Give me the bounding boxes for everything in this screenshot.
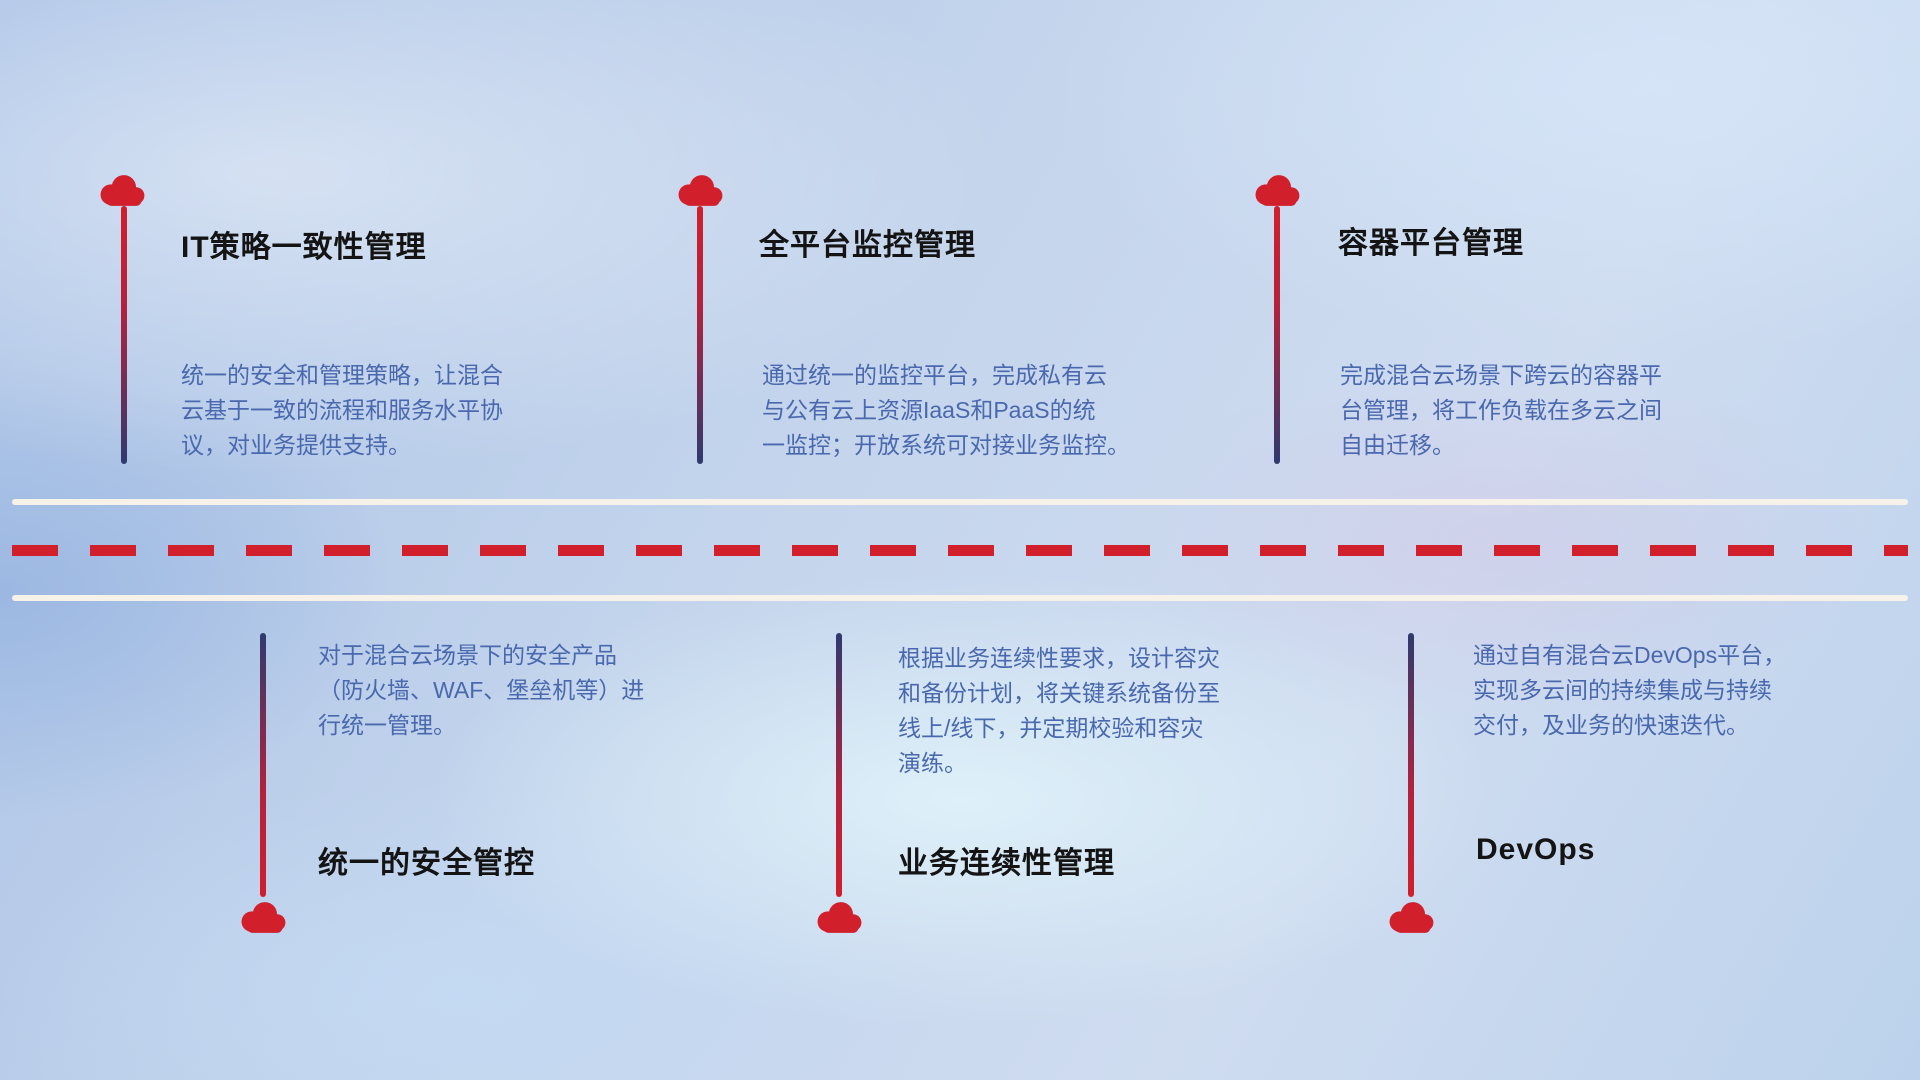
bottom-item-1-description: 对于混合云场景下的安全产品 （防火墙、WAF、堡垒机等）进 行统一管理。 — [318, 642, 645, 738]
cloud-icon — [241, 902, 286, 933]
timeline-stem — [1408, 633, 1414, 897]
cloud-icon — [1389, 902, 1434, 933]
cloud-icon — [678, 175, 723, 206]
timeline-stem — [260, 633, 266, 897]
cloud-icon — [1255, 175, 1300, 206]
bottom-item-2-description: 根据业务连续性要求，设计容灾 和备份计划，将关键系统备份至 线上/线下，并定期校… — [898, 645, 1220, 776]
cloud-icon — [100, 175, 145, 206]
road-dashed-center-line — [12, 545, 1908, 556]
top-item-2-description: 通过统一的监控平台，完成私有云 与公有云上资源IaaS和PaaS的统 一监控；开… — [762, 362, 1130, 458]
road-top-line — [12, 499, 1908, 505]
top-item-2-title: 全平台监控管理 — [759, 229, 976, 262]
cloud-icon — [817, 902, 862, 933]
bottom-item-1-title: 统一的安全管控 — [318, 847, 535, 880]
bottom-item-3-description: 通过自有混合云DevOps平台， 实现多云间的持续集成与持续 交付，及业务的快速… — [1473, 642, 1787, 738]
timeline-stem — [697, 206, 703, 464]
bottom-item-2-title: 业务连续性管理 — [898, 847, 1115, 880]
timeline-stem — [1274, 206, 1280, 464]
timeline-stem — [836, 633, 842, 897]
top-item-3-title: 容器平台管理 — [1338, 227, 1524, 260]
timeline-stem — [121, 206, 127, 464]
top-item-1-title: IT策略一致性管理 — [181, 231, 427, 264]
bottom-item-3-title: DevOps — [1476, 833, 1596, 866]
top-item-1-description: 统一的安全和管理策略，让混合 云基于一致的流程和服务水平协 议，对业务提供支持。 — [181, 362, 503, 458]
road-bottom-line — [12, 595, 1908, 601]
top-item-3-description: 完成混合云场景下跨云的容器平 台管理，将工作负载在多云之间 自由迁移。 — [1340, 362, 1662, 458]
